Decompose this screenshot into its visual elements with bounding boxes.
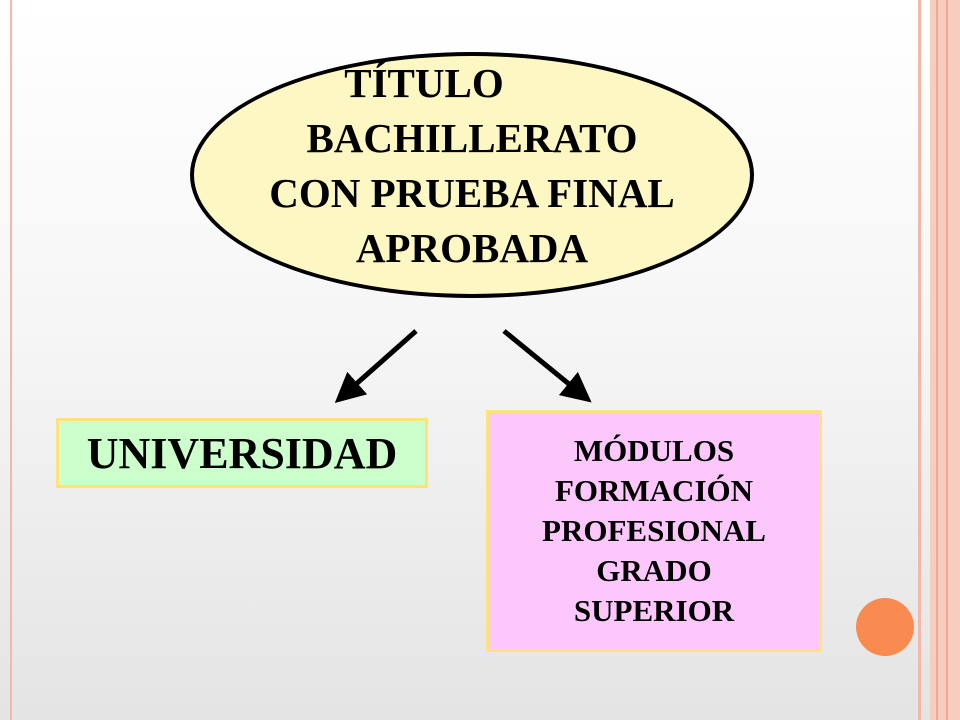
root-node-text: TÍTULO BACHILLERATO CON PRUEBA FINAL APR…: [190, 56, 754, 276]
right-frame-line: [918, 0, 921, 720]
root-node-line: CON PRUEBA FINAL: [269, 170, 675, 216]
modulos-line: SUPERIOR: [573, 593, 735, 628]
root-node-line: APROBADA: [355, 225, 589, 271]
right-frame-stripe: [936, 0, 938, 720]
universidad-node: UNIVERSIDAD: [56, 418, 428, 488]
root-node-line: TÍTULO: [344, 60, 504, 106]
modulos-line: GRADO: [596, 553, 712, 588]
root-node-ellipse: [190, 52, 754, 298]
modulos-node: MÓDULOS FORMACIÓN PROFESIONAL GRADO SUPE…: [486, 410, 822, 652]
decorative-orange-circle: [856, 598, 914, 656]
modulos-line: FORMACIÓN: [554, 473, 754, 508]
modulos-line: PROFESIONAL: [542, 513, 766, 548]
right-frame-stripe: [946, 0, 948, 720]
root-node-line: BACHILLERATO: [306, 115, 638, 161]
arrow-to-universidad: [334, 329, 418, 403]
arrow-to-modulos: [502, 329, 592, 403]
modulos-line: MÓDULOS: [573, 433, 735, 468]
right-frame-band: [930, 0, 960, 720]
left-frame-line: [10, 0, 12, 720]
universidad-label: UNIVERSIDAD: [86, 428, 398, 478]
